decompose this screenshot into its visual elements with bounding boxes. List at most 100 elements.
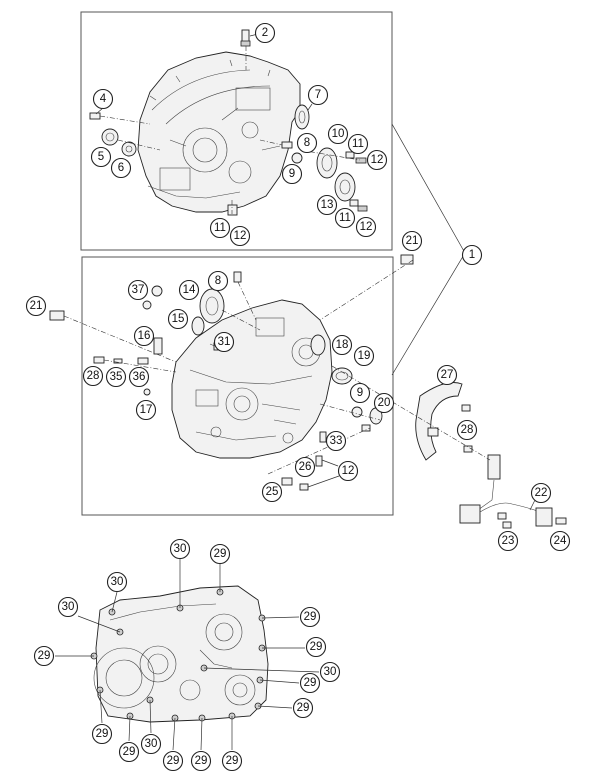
svg-text:12: 12: [342, 465, 355, 477]
bottom-leaders: [55, 559, 320, 751]
part-10-bearing: [316, 147, 338, 179]
part-5-6-seals: [101, 128, 161, 157]
svg-text:28: 28: [87, 370, 100, 382]
svg-text:31: 31: [218, 336, 231, 348]
part-22-sensor-harness: [459, 454, 567, 527]
svg-text:29: 29: [310, 641, 323, 653]
svg-text:33: 33: [330, 435, 343, 447]
callout-29-right-2: 29: [305, 636, 327, 658]
svg-text:16: 16: [138, 330, 151, 342]
callout-8-upper: 8: [296, 132, 318, 154]
part-13-bearing: [334, 172, 368, 212]
svg-text:27: 27: [441, 369, 454, 381]
lower-engine-case-frame: [81, 256, 394, 516]
part-7-bearing: [294, 103, 313, 130]
callout-13: 13: [316, 194, 338, 216]
svg-text:35: 35: [110, 371, 123, 383]
part-8-dowel-lower: [233, 271, 257, 321]
svg-text:8: 8: [304, 137, 310, 149]
part-27-cover-plate: [415, 382, 463, 461]
callout-7: 7: [307, 84, 329, 106]
svg-text:20: 20: [378, 397, 391, 409]
callout-30-top-center: 30: [169, 538, 191, 560]
right-assembly-axis: [331, 365, 491, 461]
svg-text:22: 22: [535, 487, 548, 499]
callout-11-bottom: 11: [209, 217, 231, 239]
part-9-20-rings: [319, 403, 383, 425]
callout-20: 20: [373, 392, 395, 414]
callout-30-bottom: 30: [140, 733, 162, 755]
callout-30-upper-left: 30: [106, 571, 128, 593]
svg-text:30: 30: [145, 738, 158, 750]
callout-23: 23: [497, 530, 519, 552]
svg-text:29: 29: [297, 702, 310, 714]
svg-text:8: 8: [215, 275, 221, 287]
svg-text:21: 21: [406, 235, 419, 247]
callout-14: 14: [178, 279, 200, 301]
callout-2: 2: [254, 22, 276, 44]
svg-text:15: 15: [172, 313, 185, 325]
part-2-bolt: [240, 29, 259, 70]
crankcase-bolt-view: [90, 585, 269, 723]
svg-text:29: 29: [195, 755, 208, 767]
callout-29-bottom-1: 29: [91, 723, 113, 745]
svg-text:17: 17: [140, 404, 153, 416]
svg-text:29: 29: [304, 677, 317, 689]
callout-29-top: 29: [209, 543, 231, 565]
callout-29-bottom-4: 29: [190, 750, 212, 772]
callout-5: 5: [90, 146, 112, 168]
svg-text:12: 12: [360, 221, 373, 233]
callout-31: 31: [213, 331, 235, 353]
callout-22: 22: [530, 482, 552, 504]
callout-29-right-4: 29: [292, 697, 314, 719]
callout-8-lower: 8: [207, 270, 229, 292]
callout-11-upper: 11: [347, 133, 369, 155]
parts-28-35-36-screws: [93, 356, 177, 373]
callout-29-left: 29: [33, 645, 55, 667]
callout-4: 4: [92, 88, 114, 110]
callout-15: 15: [167, 308, 189, 330]
svg-text:9: 9: [357, 387, 363, 399]
svg-text:19: 19: [358, 350, 371, 362]
svg-text:11: 11: [214, 222, 226, 234]
svg-text:37: 37: [132, 284, 145, 296]
callout-37: 37: [127, 279, 149, 301]
svg-text:13: 13: [321, 199, 334, 211]
callout-19: 19: [353, 345, 375, 367]
svg-text:7: 7: [315, 89, 321, 101]
callout-24: 24: [549, 530, 571, 552]
callout-33: 33: [325, 430, 347, 452]
callout-1: 1: [461, 244, 483, 266]
svg-text:2: 2: [262, 27, 268, 39]
svg-text:6: 6: [118, 162, 124, 174]
callout-25: 25: [261, 481, 283, 503]
callout-28-right: 28: [456, 419, 478, 441]
svg-text:12: 12: [371, 154, 384, 166]
svg-text:28: 28: [461, 424, 474, 436]
callout-30-left: 30: [57, 596, 79, 618]
svg-text:1: 1: [469, 249, 475, 261]
left-crankcase-half: [137, 51, 301, 213]
svg-text:23: 23: [502, 535, 515, 547]
svg-text:29: 29: [226, 755, 239, 767]
upper-engine-case-frame: [80, 11, 393, 251]
callout-12-upper: 12: [366, 149, 388, 171]
svg-text:10: 10: [332, 128, 345, 140]
callout-29-right-1: 29: [299, 606, 321, 628]
part-37-pins: [142, 285, 163, 310]
svg-text:30: 30: [174, 543, 187, 555]
callout-35: 35: [105, 366, 127, 388]
svg-text:30: 30: [62, 601, 75, 613]
svg-text:29: 29: [38, 650, 51, 662]
svg-text:5: 5: [98, 151, 104, 163]
svg-text:29: 29: [123, 746, 136, 758]
callout-29-right-3: 29: [299, 672, 321, 694]
svg-text:29: 29: [167, 755, 180, 767]
callout-6: 6: [110, 157, 132, 179]
svg-text:24: 24: [554, 535, 567, 547]
part-8-dowel: [259, 139, 293, 149]
svg-text:30: 30: [324, 666, 337, 678]
svg-text:29: 29: [304, 611, 317, 623]
callout-9-upper: 9: [281, 163, 303, 185]
svg-text:26: 26: [299, 461, 312, 473]
